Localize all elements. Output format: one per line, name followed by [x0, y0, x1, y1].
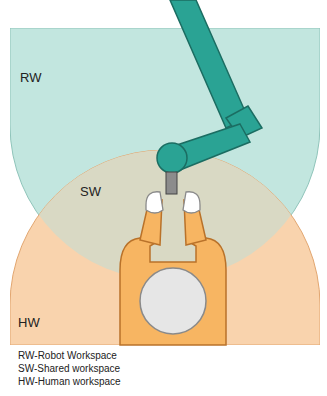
region-label-box: RW	[20, 70, 41, 85]
region-label: HW	[18, 315, 40, 330]
legend-note: HW-Human workspace	[18, 376, 121, 387]
legend-note-box: HW-Human workspace	[18, 376, 121, 387]
region-label-box: SW	[80, 184, 101, 199]
legend-note-box: RW-Robot Workspace	[18, 350, 117, 361]
robot-arm	[157, 0, 262, 194]
region-label-box: HW	[18, 315, 40, 330]
region-label: RW	[20, 70, 41, 85]
legend-note-box: SW-Shared workspace	[18, 363, 120, 374]
legend-note: RW-Robot Workspace	[18, 350, 117, 361]
human-figure	[120, 192, 226, 345]
region-label: SW	[80, 184, 101, 199]
legend-note: SW-Shared workspace	[18, 363, 120, 374]
